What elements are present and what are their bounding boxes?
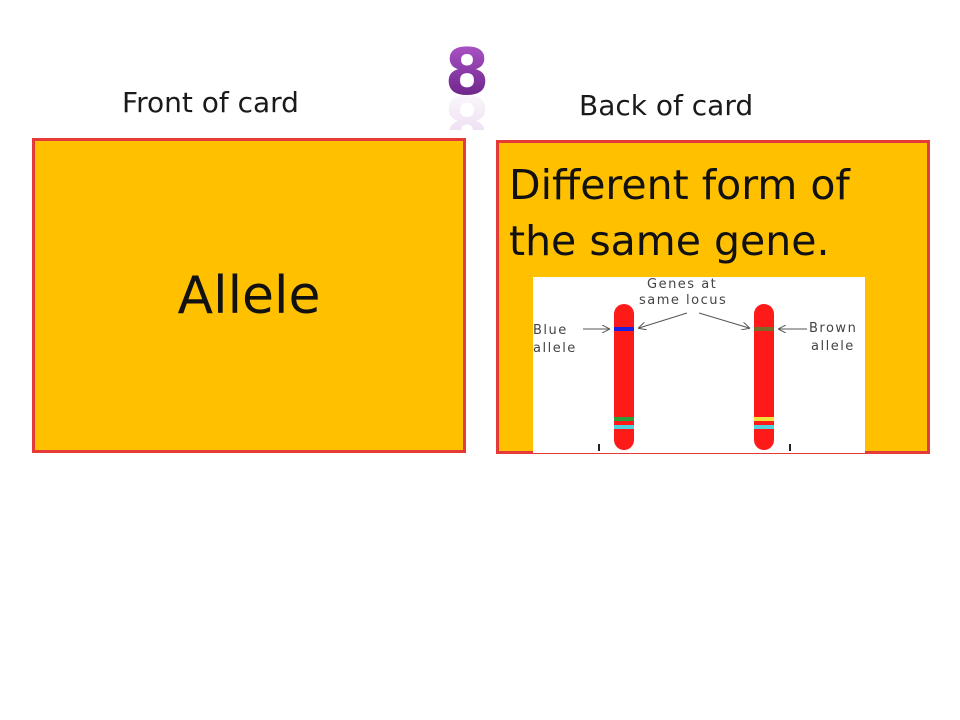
back-card: Different form of the same gene. <box>496 140 930 454</box>
right-yellow-band <box>754 417 774 421</box>
brown-caption: Brown <box>809 321 857 337</box>
genes-arrow-left <box>639 313 687 328</box>
genes-arrow-right <box>699 313 749 328</box>
same-locus-caption: same locus <box>639 293 727 309</box>
left-green-band <box>614 417 634 421</box>
front-card: Allele <box>32 138 466 453</box>
brown-allele-band <box>754 327 774 331</box>
slide-number: 8 8 <box>440 34 494 130</box>
left-cyan-band <box>614 425 634 429</box>
blue-allele-band <box>614 327 634 331</box>
front-of-card-label: Front of card <box>122 86 299 119</box>
right-cyan-band <box>754 425 774 429</box>
back-of-card-label: Back of card <box>579 89 753 122</box>
right-base-tick <box>789 444 791 451</box>
back-card-definition: Different form of the same gene. <box>509 157 919 269</box>
left-base-tick <box>598 444 600 451</box>
brown-allele-caption: allele <box>811 339 855 355</box>
blue-allele-caption: allele <box>533 341 577 357</box>
allele-diagram: Genes at same locus Blue allele Brown al… <box>533 277 865 453</box>
blue-caption: Blue <box>533 323 568 339</box>
front-card-term: Allele <box>35 266 463 326</box>
slide-number-reflection: 8 <box>445 80 490 130</box>
genes-at-caption: Genes at <box>647 277 717 293</box>
